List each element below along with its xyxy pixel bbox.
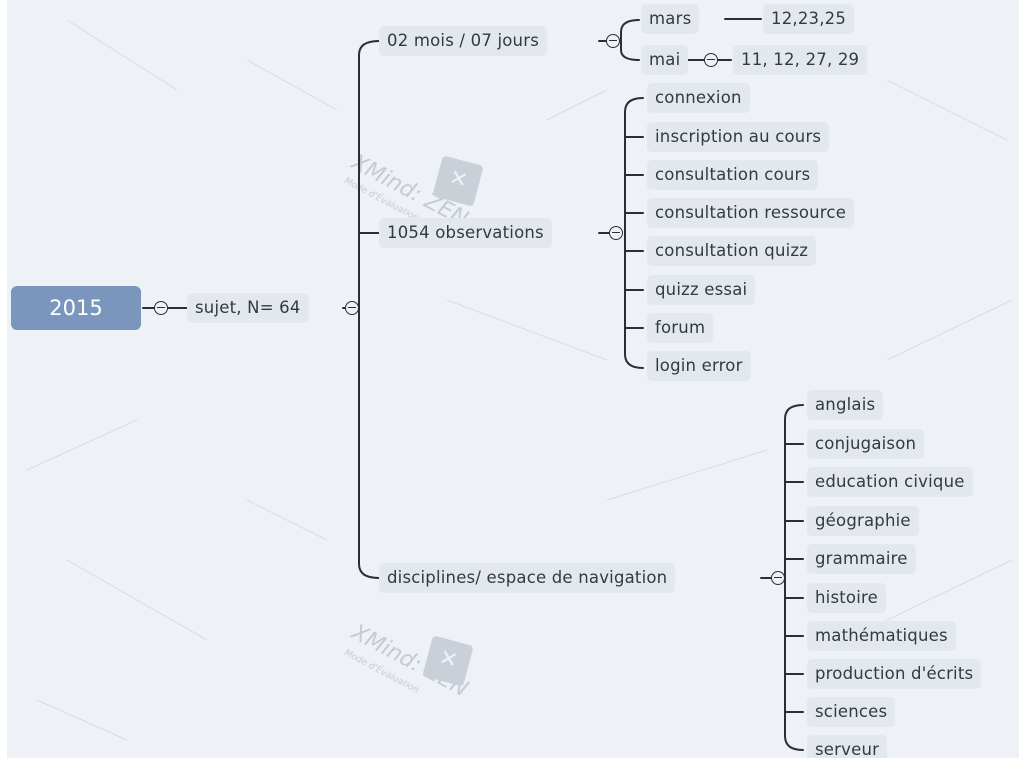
collapse-toggle-icon[interactable] xyxy=(154,301,168,315)
discipline-item[interactable]: anglais xyxy=(807,390,884,420)
subject-topic[interactable]: sujet, N= 64 xyxy=(187,293,309,323)
discipline-item[interactable]: grammaire xyxy=(807,544,916,574)
observation-item[interactable]: quizz essai xyxy=(647,275,756,305)
discipline-item[interactable]: production d'écrits xyxy=(807,659,982,689)
observation-item[interactable]: login error xyxy=(647,351,751,381)
discipline-item[interactable]: géographie xyxy=(807,506,919,536)
observation-item[interactable]: inscription au cours xyxy=(647,122,830,152)
discipline-item[interactable]: conjugaison xyxy=(807,429,925,459)
background-guides xyxy=(26,19,1013,741)
discipline-item[interactable]: histoire xyxy=(807,583,886,613)
month-topic[interactable]: mai xyxy=(641,45,689,75)
period-topic[interactable]: 02 mois / 07 jours xyxy=(379,26,547,56)
observations-topic[interactable]: 1054 observations xyxy=(379,218,552,248)
observation-item[interactable]: consultation quizz xyxy=(647,236,817,266)
observation-item[interactable]: forum xyxy=(647,313,714,343)
observation-item[interactable]: consultation cours xyxy=(647,160,819,190)
collapse-toggle-icon[interactable] xyxy=(704,53,718,67)
observation-item[interactable]: connexion xyxy=(647,83,750,113)
days-topic[interactable]: 12,23,25 xyxy=(763,4,855,34)
discipline-item[interactable]: education civique xyxy=(807,467,973,497)
discipline-item[interactable]: serveur xyxy=(807,735,888,758)
collapse-toggle-icon[interactable] xyxy=(606,34,620,48)
collapse-toggle-icon[interactable] xyxy=(771,571,785,585)
root-topic[interactable]: 2015 xyxy=(11,286,141,330)
observation-item[interactable]: consultation ressource xyxy=(647,198,855,228)
month-topic[interactable]: mars xyxy=(641,4,700,34)
collapse-toggle-icon[interactable] xyxy=(345,301,359,315)
discipline-item[interactable]: sciences xyxy=(807,697,896,727)
mindmap-canvas: XMind: ZEN Mode d'Évaluation XMind: ZEN … xyxy=(7,0,1019,758)
days-topic[interactable]: 11, 12, 27, 29 xyxy=(733,45,868,75)
discipline-item[interactable]: mathématiques xyxy=(807,621,956,651)
disciplines-topic[interactable]: disciplines/ espace de navigation xyxy=(379,563,676,593)
collapse-toggle-icon[interactable] xyxy=(609,226,623,240)
